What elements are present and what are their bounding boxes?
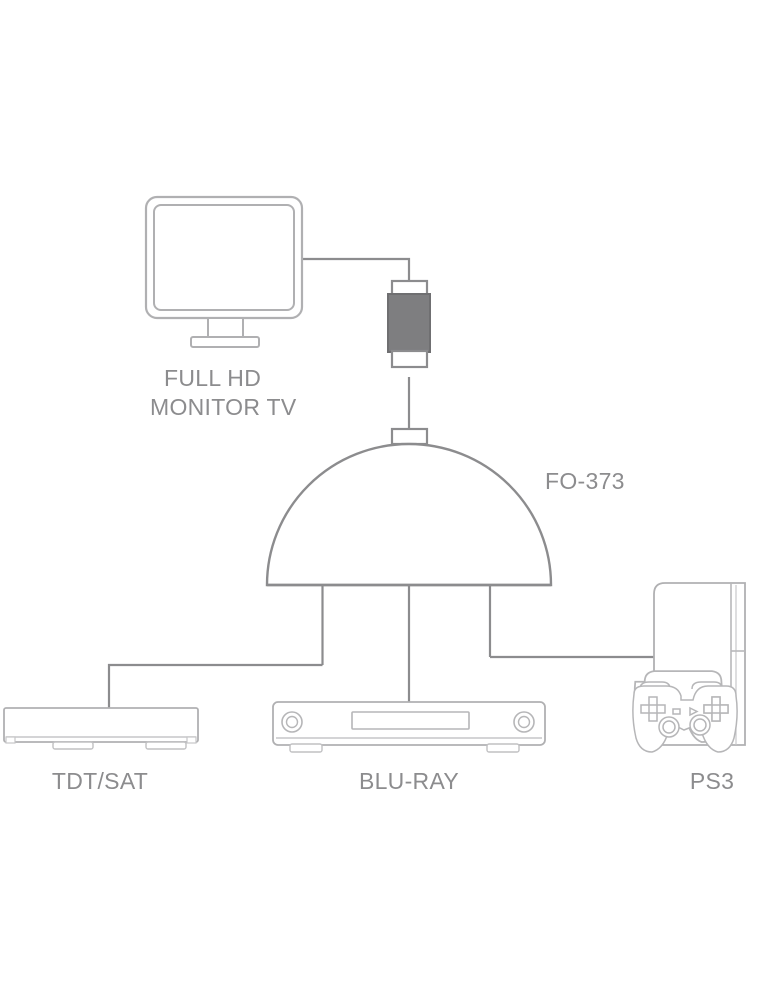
splitter-dome-body xyxy=(265,442,553,587)
tdt-sat-corner-tab-right xyxy=(186,736,197,744)
fo373-splitter-device xyxy=(265,427,553,587)
controller-select-button xyxy=(672,708,681,715)
monitor-screen xyxy=(153,204,295,311)
tdt-sat-chassis xyxy=(3,707,199,743)
monitor-device xyxy=(144,195,304,348)
bluray-label: BLU-RAY xyxy=(359,768,459,794)
tdt-sat-corner-tab-left xyxy=(5,736,16,744)
monitor-stand-neck xyxy=(207,317,244,339)
bluray-foot-right xyxy=(486,743,520,753)
monitor-stand-base xyxy=(190,336,260,348)
monitor-label-line2: MONITOR TV xyxy=(150,394,297,420)
hdmi-connector-bottom-collar xyxy=(390,349,429,369)
tdt-sat-label: TDT/SAT xyxy=(52,768,148,794)
controller-outline xyxy=(632,685,738,753)
tdt-sat-foot-right xyxy=(145,741,187,750)
tdt-sat-foot-left xyxy=(52,741,94,750)
dpad-center xyxy=(648,704,658,714)
face-button-up xyxy=(711,696,721,706)
ps3-device xyxy=(632,582,746,753)
hdmi-connector-body xyxy=(387,293,431,353)
bluray-device xyxy=(272,701,546,753)
face-button-left xyxy=(703,704,713,714)
hdmi-connector-device xyxy=(387,279,431,369)
splitter-top-port xyxy=(390,427,429,446)
bluray-knob-left-inner xyxy=(285,715,299,729)
face-button-down xyxy=(711,712,721,722)
face-button-right xyxy=(719,704,729,714)
bluray-disc-slot xyxy=(351,711,470,730)
bluray-foot-left xyxy=(289,743,323,753)
tdt-sat-device xyxy=(3,707,199,750)
controller-face-buttons xyxy=(703,696,729,722)
controller-start-button xyxy=(689,706,699,717)
cable-monitor-to-connector xyxy=(302,257,411,281)
controller-stick-left-inner xyxy=(662,720,676,734)
cable-splitter-to-tdt xyxy=(107,663,323,709)
controller-dpad xyxy=(640,696,666,722)
label-group: FULL HD MONITOR TV FO-373 TDT/SAT BLU-RA… xyxy=(52,365,734,794)
monitor-label-line1: FULL HD xyxy=(164,365,261,391)
controller-stick-right-inner xyxy=(693,718,707,732)
cable-group xyxy=(107,257,654,709)
model-label: FO-373 xyxy=(545,468,625,494)
ps3-controller xyxy=(632,670,738,753)
ps3-label: PS3 xyxy=(690,768,734,794)
bluray-knob-right-inner xyxy=(517,715,531,729)
